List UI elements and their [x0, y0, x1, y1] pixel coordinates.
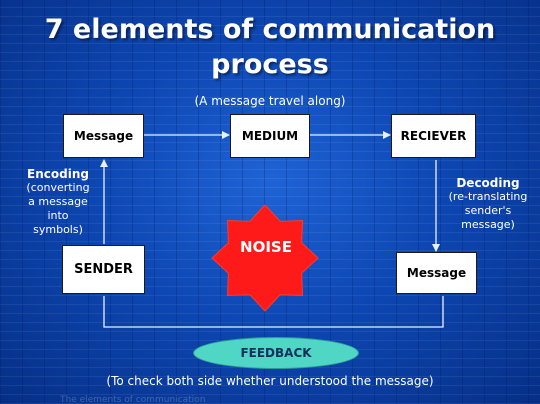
- feedback-ellipse: FEEDBACK: [193, 337, 359, 369]
- title-line-1: 7 elements of communication: [44, 14, 496, 45]
- encoding-line: (converting: [26, 181, 90, 194]
- footer-caption: (To check both side whether understood t…: [106, 374, 434, 388]
- encoding-line: into: [47, 209, 69, 222]
- decoding-line: sender's: [464, 204, 512, 217]
- noise-label: NOISE: [240, 238, 292, 256]
- message-box-bottom: Message: [396, 252, 477, 294]
- faded-slide-title-watermark: The elements of communication: [60, 395, 206, 404]
- subtitle: (A message travel along): [194, 94, 346, 108]
- encoding-line: symbols): [33, 223, 83, 236]
- slide-title: 7 elements of communication process: [10, 12, 530, 82]
- encoding-line: a message: [28, 195, 88, 208]
- medium-box: MEDIUM: [230, 114, 310, 158]
- encoding-note: Encoding (converting a message into symb…: [14, 167, 102, 237]
- noise-star: [211, 204, 319, 312]
- feedback-loop-line: [103, 296, 444, 328]
- message-box-top: Message: [63, 114, 144, 158]
- decoding-heading: Decoding: [456, 176, 520, 190]
- decoding-line: (re-translating: [448, 190, 528, 203]
- sender-box: SENDER: [62, 245, 145, 294]
- title-line-2: process: [211, 49, 329, 80]
- encoding-heading: Encoding: [27, 167, 89, 181]
- receiver-box: RECIEVER: [391, 114, 476, 158]
- decoding-line: message): [461, 218, 515, 231]
- decoding-note: Decoding (re-translating sender's messag…: [440, 176, 536, 232]
